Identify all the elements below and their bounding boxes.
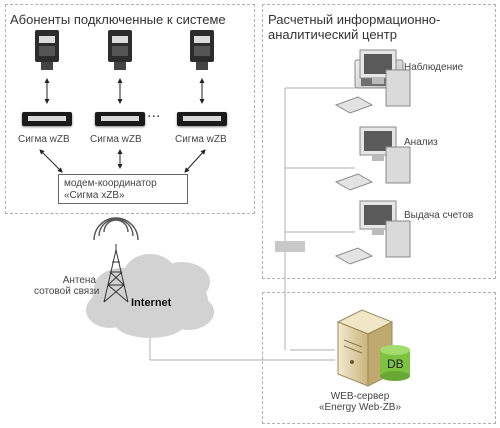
meter-modem-arrows: [44, 78, 205, 104]
workstation-label-1: Наблюдение: [404, 62, 464, 73]
workstation-2-computer: [334, 126, 411, 191]
antenna-line1: Антена: [62, 275, 96, 286]
electricity-meter-2: [108, 30, 132, 70]
wireless-waves-icon: [93, 217, 139, 241]
zigbee-modem-3: [177, 112, 227, 126]
modem-coordinator-box: модем-координатор «Сигма xZB»: [58, 174, 188, 204]
zigbee-modem-2: [95, 112, 145, 126]
workstation-label-3: Выдача счетов: [404, 210, 474, 221]
database-icon: [380, 345, 410, 381]
antenna-tower-icon: [103, 244, 129, 303]
antenna-label: Антена сотовой связи: [34, 275, 100, 297]
internet-label: Internet: [131, 297, 172, 309]
ellipsis: ...: [147, 104, 161, 121]
processing-center-title: Расчетный информационно- аналитический ц…: [268, 12, 441, 42]
internet-cloud: [86, 254, 214, 338]
antenna-line2: сотовой связи: [34, 286, 100, 297]
server-line1: WEB-сервер: [330, 391, 390, 402]
coordinator-line2: «Сигма xZB»: [64, 190, 125, 201]
modem-label-1: Сигма wZB: [18, 134, 70, 145]
server-caption: WEB-сервер «Energy Web-ZB»: [305, 391, 415, 413]
modem-coordinator-arrows: [39, 149, 206, 173]
modem-label-2: Сигма wZB: [90, 134, 142, 145]
electricity-meter-1: [35, 30, 59, 70]
server-zone: [262, 292, 496, 424]
coordinator-line1: модем-координатор: [64, 178, 157, 189]
workstation-1-computer: [334, 49, 411, 114]
db-label: DB: [387, 357, 404, 371]
network-switch: [275, 241, 305, 252]
processing-center-zone: [262, 4, 496, 279]
zigbee-modem-1: [22, 112, 72, 126]
subscribers-zone: [5, 4, 255, 214]
workstation-3-computer: [334, 200, 411, 265]
modem-label-3: Сигма wZB: [175, 134, 227, 145]
subscribers-zone-title: Абоненты подключенные к системе: [10, 12, 226, 27]
electricity-meter-3: [190, 30, 214, 70]
server-line2: «Energy Web-ZB»: [318, 402, 402, 413]
workstation-label-2: Анализ: [404, 137, 438, 148]
